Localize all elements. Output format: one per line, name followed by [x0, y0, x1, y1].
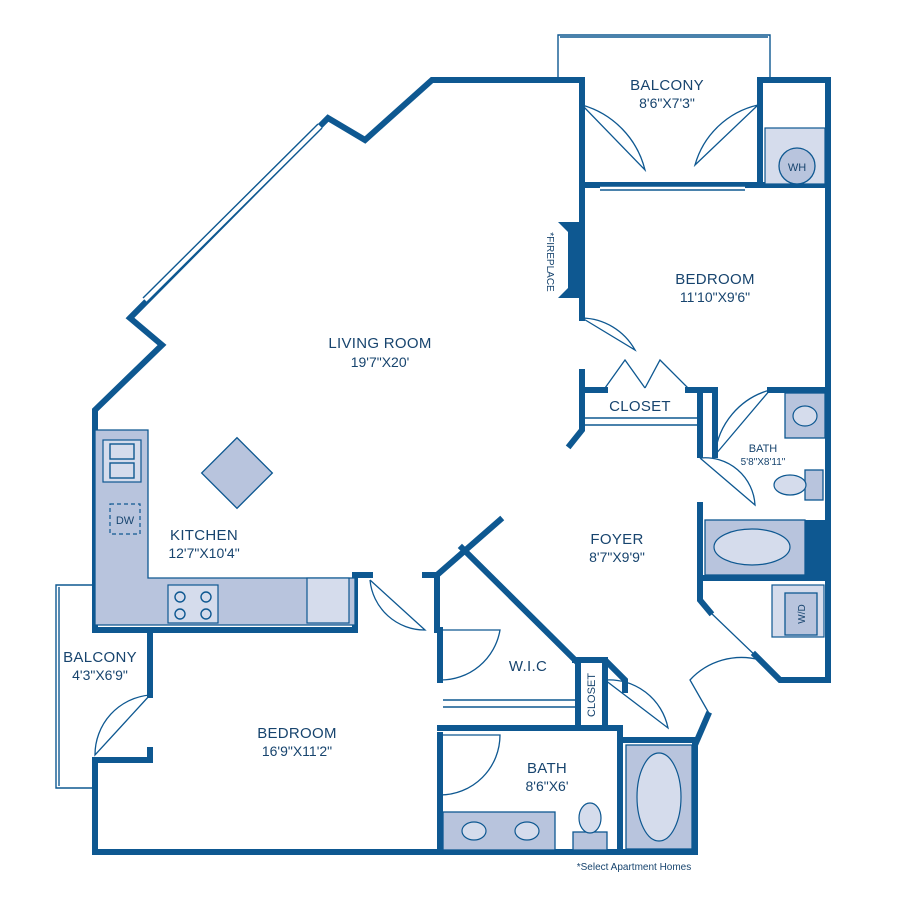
kitchen-island-icon: [200, 436, 274, 510]
water-heater-icon: [778, 147, 816, 185]
wic-name: W.I.C: [509, 658, 547, 675]
fireplace-label: *FIREPLACE: [544, 232, 555, 292]
washer-dryer-label: W/D: [797, 604, 808, 623]
balcony-left-area: [55, 584, 95, 789]
footnote: *Select Apartment Homes: [577, 862, 692, 873]
dishwasher-icon: [109, 503, 141, 535]
balcony-left-name: BALCONY: [63, 649, 137, 666]
balcony-top-area: [557, 34, 771, 80]
bedroom-left-dims: 16'9"X11'2": [262, 743, 332, 759]
toilet-tank-icon-left: [572, 831, 608, 851]
water-heater-label: WH: [788, 162, 806, 174]
kitchen-sink-icon: [102, 439, 142, 483]
bedroom-right-dims: 11'10"X9'6": [680, 289, 750, 305]
toilet-tank-icon: [804, 469, 824, 501]
bedroom-right-name: BEDROOM: [675, 271, 755, 288]
interior-walls: [147, 77, 831, 855]
washer-dryer-icon: [784, 592, 818, 636]
kitchen-dims: 12'7"X10'4": [168, 545, 239, 561]
doors: [94, 104, 772, 796]
fireplace-icon: [558, 222, 582, 298]
balcony-top-dims: 8'6"X7'3": [639, 95, 695, 111]
bath-right-dims: 5'8"X8'11": [741, 457, 786, 468]
kitchen-counter: [94, 429, 356, 626]
laundry-closet: [771, 584, 825, 638]
refrigerator-icon: [306, 577, 350, 624]
bath-right-fixtures: [704, 392, 828, 578]
living-room-name: LIVING ROOM: [328, 335, 431, 352]
water-heater-closet: [764, 127, 826, 185]
dishwasher-label: DW: [116, 515, 135, 527]
foyer-name: FOYER: [590, 531, 643, 548]
balcony-top-name: BALCONY: [630, 77, 704, 94]
bath-left-dims: 8'6"X6': [525, 778, 568, 794]
foyer-dims: 8'7"X9'9": [589, 549, 645, 565]
closet-right-name: CLOSET: [609, 398, 671, 415]
windows: [142, 77, 745, 303]
balcony-left-dims: 4'3"X6'9": [72, 667, 128, 683]
bath-left-name: BATH: [527, 760, 567, 777]
bedroom-left-name: BEDROOM: [257, 725, 337, 742]
living-room-dims: 19'7"X20': [351, 354, 410, 370]
room-labels: BALCONY 8'6"X7'3" WH BEDROOM 11'10"X9'6"…: [63, 77, 808, 873]
bath-left-fixtures: [442, 744, 693, 851]
exterior-walls: [92, 77, 831, 855]
toilet-icon-left: [578, 802, 602, 834]
closet-wic-name: CLOSET: [586, 673, 598, 717]
kitchen-name: KITCHEN: [170, 527, 238, 544]
bath-right-name: BATH: [749, 443, 778, 455]
toilet-icon: [773, 474, 807, 496]
